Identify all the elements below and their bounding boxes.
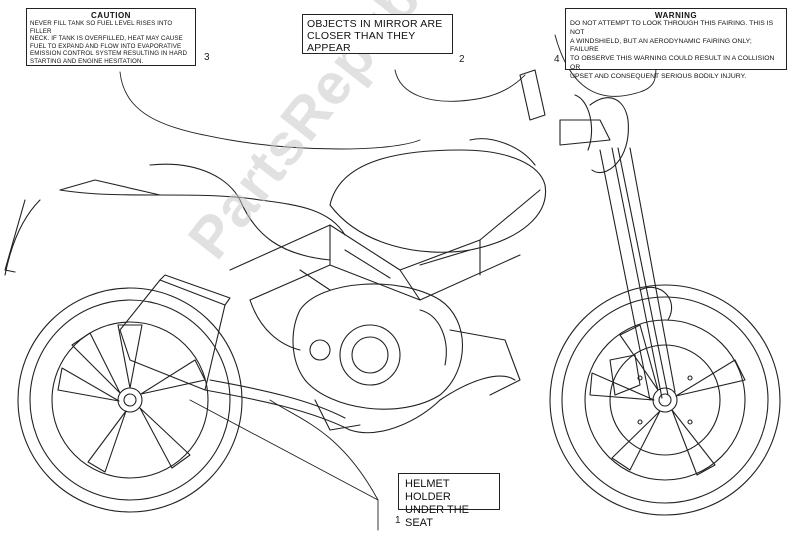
front-fork <box>519 69 676 401</box>
caution-line: FUEL TO EXPAND AND FLOW INTO EVAPORATIVE <box>30 42 182 50</box>
warning-line: UPSET AND CONSEQUENT SERIOUS BODILY INJU… <box>570 72 747 80</box>
caution-line: NEVER FILL TANK SO FUEL LEVEL RISES INTO… <box>30 20 173 35</box>
caution-text: NEVER FILL TANK SO FUEL LEVEL RISES INTO… <box>30 20 192 66</box>
helmet-holder-decal: HELMET HOLDER UNDER THE SEAT <box>398 473 500 529</box>
mirror-line: OBJECTS IN MIRROR ARE <box>307 18 443 30</box>
warning-text: DO NOT ATTEMPT TO LOOK THROUGH THIS FAIR… <box>570 20 782 82</box>
caution-decal: CAUTION NEVER FILL TANK SO FUEL LEVEL RI… <box>26 8 196 66</box>
rear-wheel <box>17 287 243 513</box>
caution-heading: CAUTION <box>91 11 131 20</box>
callout-number-1: 1 <box>395 515 401 526</box>
warning-line: TO OBSERVE THIS WARNING COULD RESULT IN … <box>570 55 775 71</box>
helmet-line: HELMET HOLDER <box>405 478 451 503</box>
helmet-line: UNDER THE SEAT <box>405 504 469 529</box>
warning-decal: WARNING DO NOT ATTEMPT TO LOOK THROUGH T… <box>565 8 787 80</box>
helmet-text: HELMET HOLDER UNDER THE SEAT <box>405 478 493 530</box>
front-wheel <box>549 284 781 516</box>
engine <box>292 283 521 431</box>
mirror-decal: OBJECTS IN MIRROR ARE CLOSER THAN THEY A… <box>302 14 453 54</box>
callout-number-2: 2 <box>459 54 465 65</box>
mirror-line: CLOSER THAN THEY APPEAR <box>307 30 416 54</box>
warning-heading: WARNING <box>654 11 698 20</box>
exhaust <box>119 274 516 434</box>
caution-line: NECK. IF TANK IS OVERFILLED, HEAT MAY CA… <box>30 35 183 43</box>
callout-number-4: 4 <box>554 54 560 65</box>
caution-line: STARTING AND ENGINE HESITATION. <box>30 57 144 65</box>
mirror-text: OBJECTS IN MIRROR ARE CLOSER THAN THEY A… <box>307 18 448 54</box>
bike-body <box>4 138 547 351</box>
warning-line: A WINDSHIELD, BUT AN AERODYNAMIC FAIRING… <box>570 37 752 54</box>
warning-line: DO NOT ATTEMPT TO LOOK THROUGH THIS FAIR… <box>570 20 774 36</box>
callout-number-3: 3 <box>204 52 210 63</box>
caution-line: EMISSION CONTROL SYSTEM RESULTING IN HAR… <box>30 50 188 58</box>
